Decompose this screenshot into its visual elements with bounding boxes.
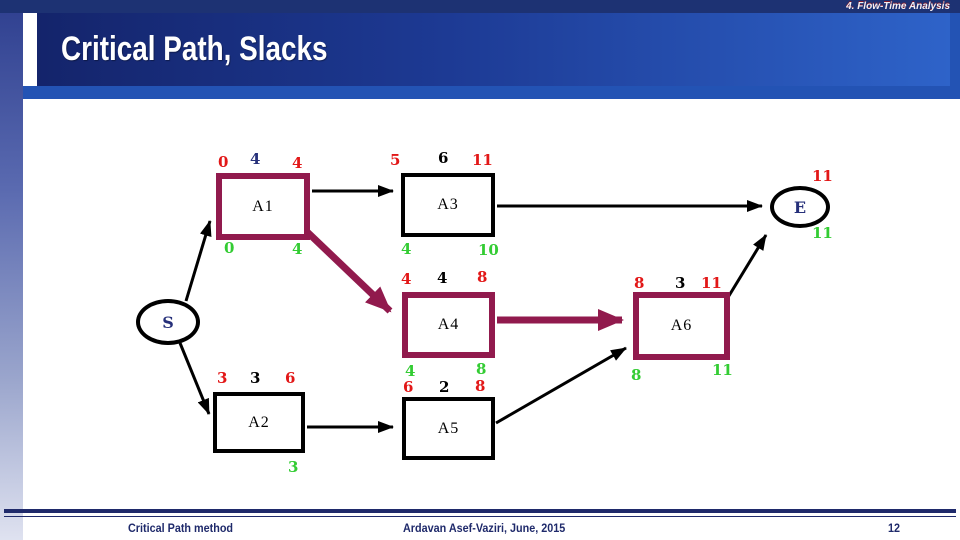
node-start-label: S bbox=[162, 312, 174, 332]
title-band-gap bbox=[23, 13, 37, 86]
a3-duration: 6 bbox=[438, 149, 449, 167]
node-a5-label: A5 bbox=[437, 419, 460, 437]
node-start: S bbox=[136, 299, 200, 345]
node-a6: A6 bbox=[633, 292, 730, 360]
a6-duration: 3 bbox=[675, 274, 686, 292]
a6-early-start: 8 bbox=[631, 366, 642, 384]
footer-rule-thin bbox=[4, 516, 956, 517]
node-a4-label: A4 bbox=[437, 316, 460, 333]
chapter-tag: 4. Flow-Time Analysis bbox=[846, 1, 950, 12]
node-a4: A4 bbox=[402, 292, 495, 358]
a1-early-start: 0 bbox=[224, 239, 235, 257]
a4-early-start: 4 bbox=[405, 362, 416, 380]
edge-a5-a6 bbox=[495, 346, 627, 425]
edge-s-a2 bbox=[178, 342, 211, 415]
title-banner: Critical Path, Slacks bbox=[37, 13, 950, 86]
node-a1: A1 bbox=[216, 173, 310, 240]
edge-a1-a4-critical bbox=[299, 224, 393, 314]
a2-early-finish: 3 bbox=[288, 458, 299, 476]
a3-early-finish: 10 bbox=[478, 241, 499, 259]
a2-late-finish: 6 bbox=[285, 369, 296, 387]
page-title: Critical Path, Slacks bbox=[61, 30, 328, 68]
node-a3: A3 bbox=[401, 173, 495, 237]
footer-left-text: Critical Path method bbox=[128, 521, 234, 535]
a6-early-finish: 11 bbox=[712, 361, 733, 379]
node-a6-label: A6 bbox=[670, 317, 693, 334]
a4-duration: 4 bbox=[437, 269, 448, 287]
a4-late-start: 4 bbox=[401, 270, 412, 288]
edge-s-a1 bbox=[184, 220, 212, 302]
node-a3-label: A3 bbox=[437, 196, 459, 213]
node-a2: A2 bbox=[213, 392, 305, 453]
a1-late-start: 0 bbox=[218, 153, 229, 171]
footer-page-number: 12 bbox=[888, 521, 901, 535]
a5-late-start: 6 bbox=[403, 378, 414, 396]
top-strip: 4. Flow-Time Analysis bbox=[0, 0, 960, 13]
a1-duration: 4 bbox=[250, 150, 261, 168]
a5-late-finish: 8 bbox=[475, 377, 486, 395]
footer-rule bbox=[4, 509, 956, 513]
node-a1-label: A1 bbox=[252, 197, 274, 215]
a4-early-finish: 8 bbox=[476, 360, 487, 378]
left-gradient-bar bbox=[0, 0, 23, 540]
a4-late-finish: 8 bbox=[477, 268, 488, 286]
e-early-finish: 11 bbox=[812, 224, 833, 242]
edge-a6-e bbox=[725, 234, 768, 300]
a2-late-start: 3 bbox=[217, 369, 228, 387]
a3-late-finish: 11 bbox=[472, 151, 493, 169]
a3-late-start: 5 bbox=[390, 151, 401, 169]
a2-duration: 3 bbox=[250, 369, 261, 387]
a1-late-finish: 4 bbox=[292, 154, 303, 172]
a5-duration: 2 bbox=[439, 378, 450, 396]
e-late-finish: 11 bbox=[812, 167, 833, 185]
a3-early-start: 4 bbox=[401, 240, 412, 258]
node-a2-label: A2 bbox=[248, 413, 270, 431]
node-end: E bbox=[770, 186, 830, 228]
node-a5: A5 bbox=[402, 397, 495, 460]
a6-late-finish: 11 bbox=[701, 274, 722, 292]
footer-author-text: Ardavan Asef-Vaziri, June, 2015 bbox=[403, 521, 566, 535]
a1-early-finish: 4 bbox=[292, 240, 303, 258]
node-end-label: E bbox=[793, 197, 807, 217]
a6-late-start: 8 bbox=[634, 274, 645, 292]
